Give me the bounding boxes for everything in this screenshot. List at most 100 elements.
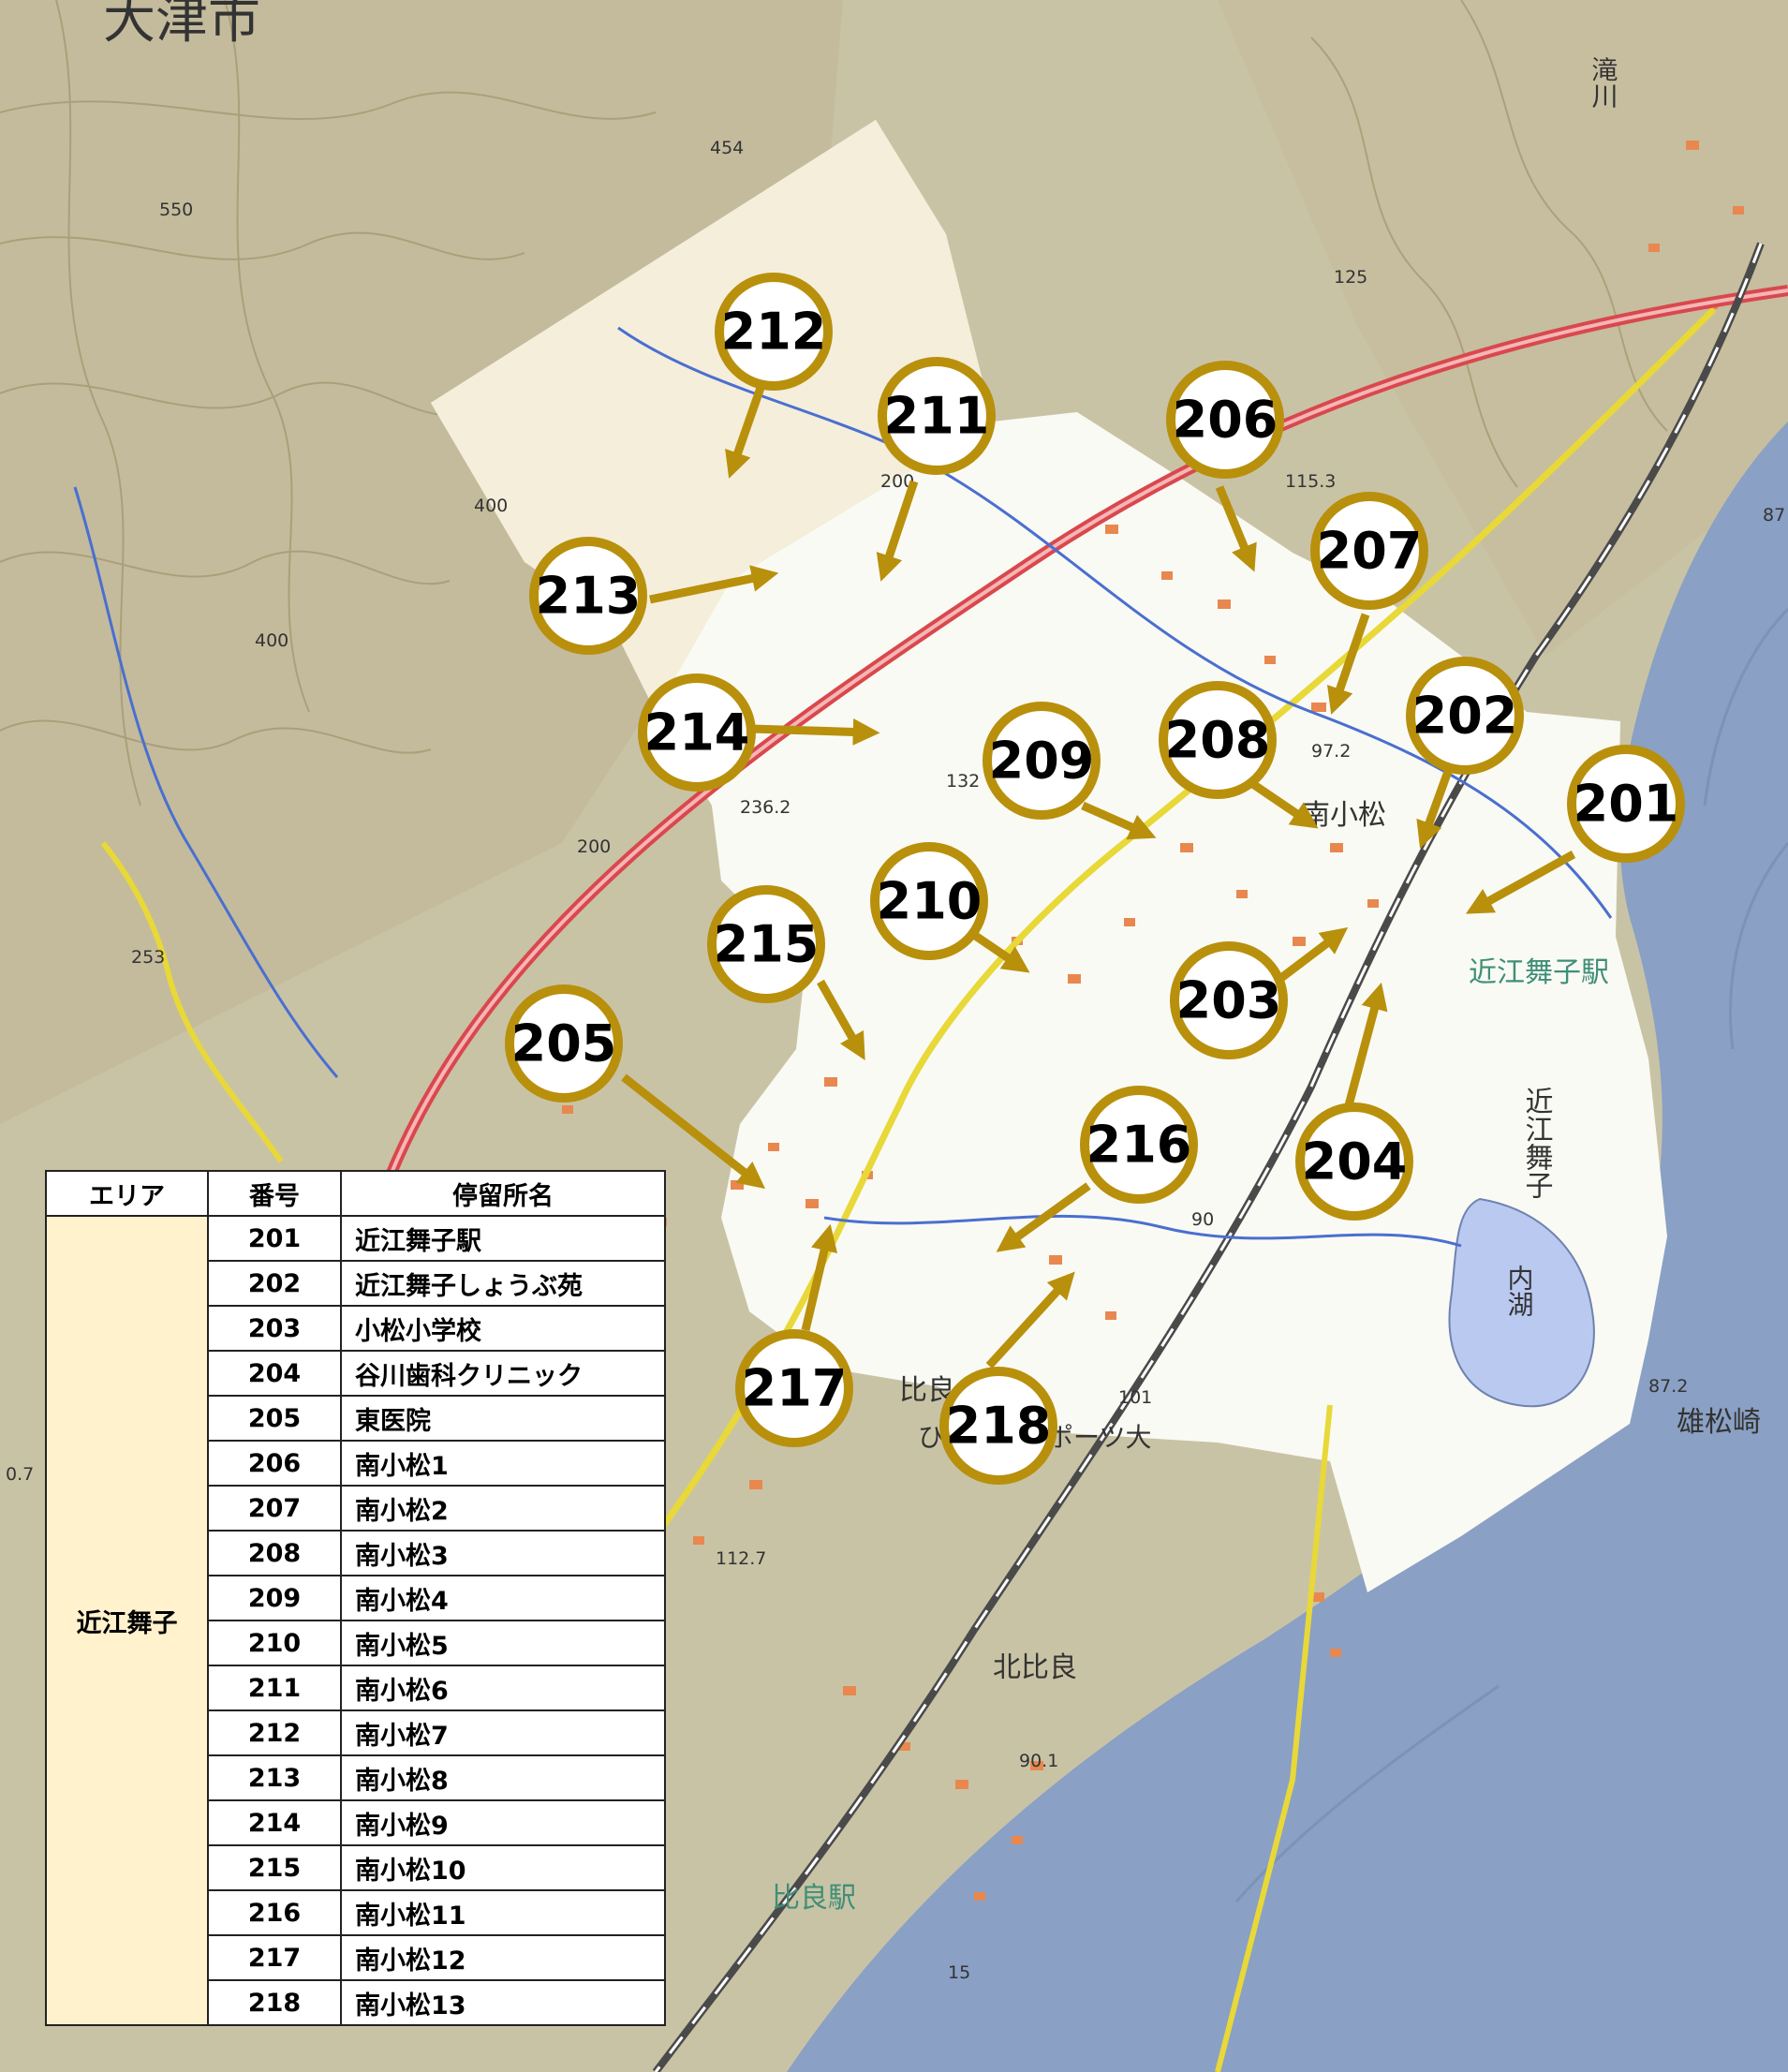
marker-215[interactable]: 215 [707, 885, 825, 1003]
elev-87: 87 [1763, 505, 1785, 525]
arrow-213 [649, 565, 779, 604]
elev-400: 400 [474, 496, 508, 516]
arrow-209 [1081, 801, 1157, 840]
elev-253: 253 [131, 947, 165, 968]
marker-205[interactable]: 205 [505, 984, 623, 1103]
svg-text:210: 210 [877, 872, 983, 931]
stop-number: 215 [207, 1844, 342, 1891]
svg-text:215: 215 [714, 915, 820, 974]
stop-name: 近江舞子しょうぶ苑 [340, 1260, 666, 1307]
label-naiko: 内湖 [1504, 1265, 1535, 1317]
svg-text:213: 213 [536, 567, 642, 626]
marker-216[interactable]: 216 [1080, 1086, 1198, 1204]
arrow-206 [1215, 485, 1257, 572]
arrow-203 [1271, 927, 1349, 987]
stop-name: 南小松3 [340, 1530, 666, 1576]
marker-218[interactable]: 218 [939, 1367, 1057, 1485]
stop-number: 211 [207, 1665, 342, 1711]
marker-209[interactable]: 209 [983, 702, 1101, 820]
naiko-lake [1448, 1197, 1595, 1408]
marker-213[interactable]: 213 [529, 537, 647, 655]
marker-208[interactable]: 208 [1159, 681, 1277, 799]
marker-204[interactable]: 204 [1295, 1103, 1413, 1221]
elev-101: 101 [1118, 1387, 1152, 1408]
marker-211[interactable]: 211 [878, 357, 996, 475]
contour-550: 550 [159, 200, 193, 220]
stop-markers: 201 202 203 204 205 206 207 208 209 210 … [505, 273, 1685, 1485]
marker-202[interactable]: 202 [1406, 657, 1524, 775]
stop-number: 206 [207, 1440, 342, 1487]
label-omimaiko-station: 近江舞子駅 [1469, 956, 1609, 989]
arrow-217 [801, 1223, 838, 1332]
contour-400: 400 [255, 630, 288, 651]
arrow-207 [1326, 613, 1370, 715]
stop-name: 小松小学校 [340, 1305, 666, 1352]
elev-454: 454 [710, 138, 744, 158]
svg-text:218: 218 [946, 1397, 1052, 1456]
header-area: エリア [45, 1170, 209, 1217]
elev-901: 90.1 [1019, 1751, 1058, 1771]
stop-name: 南小松1 [340, 1440, 666, 1487]
elev-1153: 115.3 [1285, 471, 1336, 492]
svg-text:214: 214 [644, 703, 750, 762]
stop-name: 近江舞子駅 [340, 1215, 666, 1262]
svg-text:216: 216 [1086, 1116, 1192, 1175]
label-omimaiko: 近江舞子 [1520, 1087, 1553, 1199]
marker-210[interactable]: 210 [870, 842, 988, 960]
stop-number: 218 [207, 1979, 342, 2026]
marker-214[interactable]: 214 [638, 673, 756, 792]
stop-number: 214 [207, 1799, 342, 1846]
stop-number: 205 [207, 1395, 342, 1442]
stop-name: 南小松5 [340, 1620, 666, 1666]
header-number: 番号 [207, 1170, 342, 1217]
marker-201[interactable]: 201 [1567, 745, 1685, 863]
svg-text:211: 211 [884, 387, 990, 446]
table-row: 近江舞子 201 近江舞子駅 [45, 1215, 666, 2026]
stop-number: 213 [207, 1754, 342, 1801]
arrow-216 [996, 1182, 1091, 1252]
elev-132: 132 [946, 771, 980, 792]
contour-15: 15 [948, 1962, 970, 1983]
marker-217[interactable]: 217 [735, 1329, 853, 1447]
arrow-211 [876, 480, 919, 582]
elev-972: 97.2 [1311, 741, 1351, 762]
arrow-204 [1344, 982, 1388, 1107]
elev-07: 0.7 [6, 1464, 34, 1485]
stop-number: 212 [207, 1709, 342, 1756]
stop-name: 南小松4 [340, 1575, 666, 1621]
stop-number: 209 [207, 1575, 342, 1621]
place-labels: 大津市 滝川 南小松 近江舞子駅 近江舞子 内湖 雄松崎 北比良 比良駅 比良 … [103, 0, 1761, 1915]
marker-207[interactable]: 207 [1310, 492, 1428, 610]
arrow-210 [966, 927, 1030, 973]
label-oshomatsuzaki: 雄松崎 [1677, 1406, 1761, 1439]
svg-text:204: 204 [1302, 1132, 1408, 1191]
stop-number: 210 [207, 1620, 342, 1666]
arrow-218 [985, 1271, 1075, 1369]
marker-206[interactable]: 206 [1166, 361, 1284, 479]
contour-200a: 200 [577, 836, 611, 857]
elev-872: 87.2 [1648, 1376, 1688, 1397]
stop-number: 217 [207, 1934, 342, 1981]
label-hira-station: 比良駅 [772, 1882, 856, 1915]
marker-212[interactable]: 212 [715, 273, 833, 391]
stop-number: 201 [207, 1215, 342, 1262]
marker-203[interactable]: 203 [1170, 941, 1288, 1059]
stop-number: 202 [207, 1260, 342, 1307]
svg-text:202: 202 [1412, 687, 1518, 746]
elevation-labels: 454 400 125 115.3 87 97.2 132 236.2 253 … [6, 138, 1785, 1983]
